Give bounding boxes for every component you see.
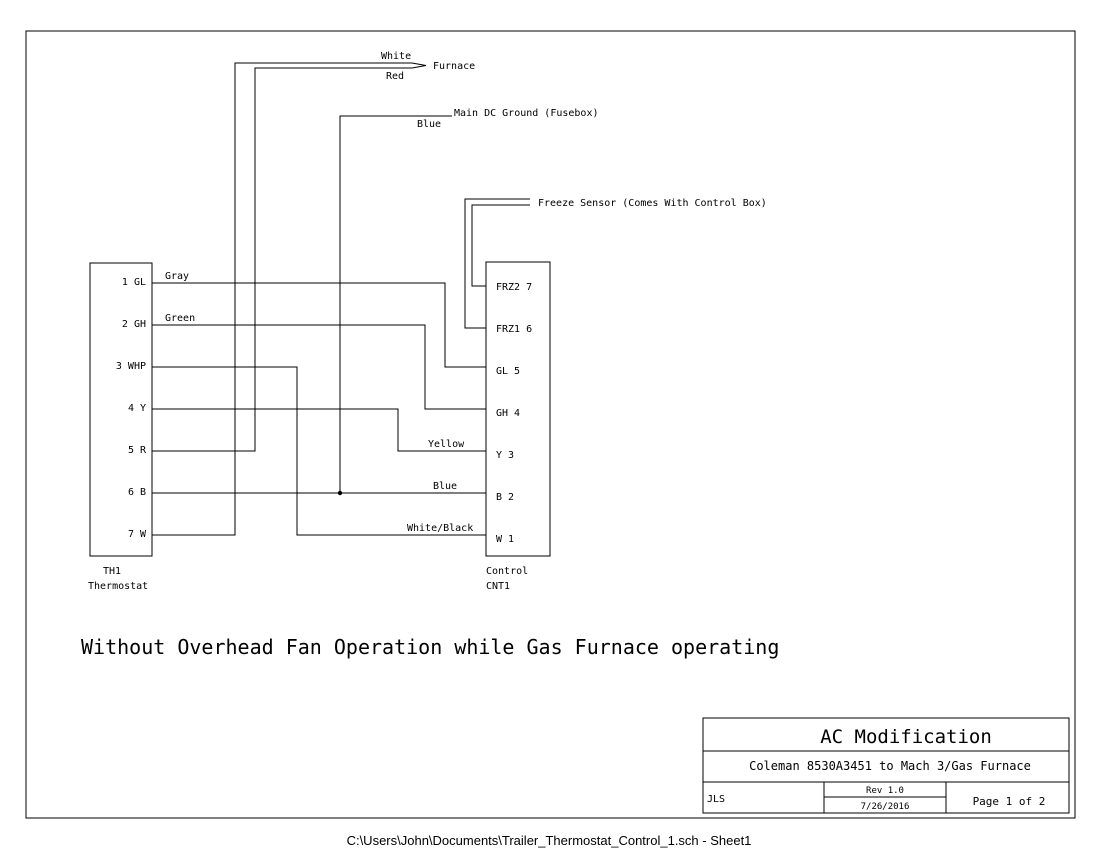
wire-freeze-sensor-a (464, 198, 530, 329)
thermostat-pin-4: 4 Y (128, 403, 146, 414)
label-green: Green (165, 313, 195, 324)
thermostat-pin-1: 1 GL (122, 277, 146, 288)
label-blue: Blue (433, 481, 457, 492)
thermostat-pin-6: 6 B (128, 487, 146, 498)
control-name: Control (486, 566, 528, 577)
diagram-heading: Without Overhead Fan Operation while Gas… (81, 635, 779, 659)
title-block-border (702, 717, 1070, 814)
control-pin-4: GH 4 (496, 408, 520, 419)
wire-main-dc-ground (339, 115, 452, 493)
title-block: AC Modification Coleman 8530A3451 to Mac… (702, 717, 1070, 814)
control-pin-7: FRZ2 7 (496, 282, 532, 293)
wire-gray (152, 282, 486, 368)
footer-file-path: C:\Users\John\Documents\Trailer_Thermost… (347, 833, 752, 848)
wire-green (152, 324, 486, 410)
wire-yellow (152, 408, 486, 452)
thermostat-pin-7: 7 W (128, 529, 147, 540)
control-pin-3: Y 3 (496, 450, 514, 461)
thermostat-pin-2: 2 GH (122, 319, 146, 330)
label-blue-top: Blue (417, 119, 441, 130)
label-gray: Gray (165, 271, 189, 282)
control-pin-2: B 2 (496, 492, 514, 503)
wire-freeze-sensor-b (471, 204, 530, 287)
label-yellow: Yellow (428, 439, 465, 450)
sheet-border (25, 30, 1076, 819)
label-freeze-sensor: Freeze Sensor (Comes With Control Box) (538, 198, 767, 209)
label-white-black: White/Black (407, 523, 473, 534)
control-pin-6: FRZ1 6 (496, 324, 532, 335)
label-white: White (381, 51, 411, 62)
title-block-page: Page 1 of 2 (973, 795, 1046, 808)
wire-red-furnace (152, 67, 412, 452)
control-pin-1: W 1 (496, 534, 514, 545)
title-block-date: 7/26/2016 (861, 802, 910, 812)
label-furnace: Furnace (433, 61, 475, 72)
title-block-subtitle: Coleman 8530A3451 to Mach 3/Gas Furnace (749, 759, 1031, 773)
wire-furnace-join-b (411, 65, 427, 69)
title-block-title: AC Modification (820, 726, 992, 748)
wire-white-black (152, 366, 486, 536)
control-ref: CNT1 (486, 581, 510, 592)
title-block-revision: Rev 1.0 (866, 786, 904, 796)
thermostat-name: Thermostat (88, 581, 148, 592)
thermostat-pin-5: 5 R (128, 445, 147, 456)
wire-furnace-join-a (411, 62, 427, 66)
label-main-dc-ground: Main DC Ground (Fusebox) (454, 108, 599, 119)
label-red: Red (386, 71, 404, 82)
title-block-author: JLS (707, 794, 725, 805)
wire-white-furnace (152, 62, 412, 536)
thermostat-pin-3: 3 WHP (116, 361, 146, 372)
thermostat-ref: TH1 (103, 566, 121, 577)
control-pin-5: GL 5 (496, 366, 520, 377)
